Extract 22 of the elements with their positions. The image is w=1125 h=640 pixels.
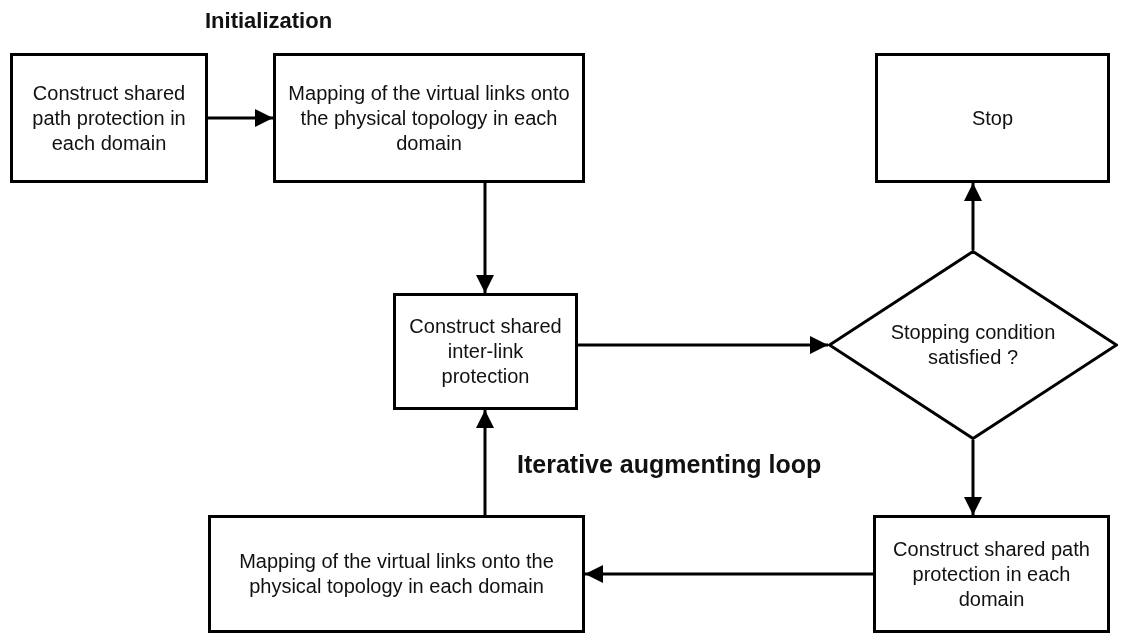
process-box — [393, 293, 578, 410]
section-heading: Iterative augmenting loop — [517, 450, 822, 479]
process-box — [208, 515, 585, 633]
arrow — [476, 183, 494, 293]
arrow — [578, 336, 828, 354]
node-label: Construct shared path protection in each domain — [892, 536, 1091, 612]
arrow — [964, 183, 982, 250]
process-box — [273, 53, 585, 183]
node-label: Stop — [970, 105, 1015, 131]
process-box — [873, 515, 1110, 633]
node-label: Construct shared inter-link protection — [408, 314, 563, 389]
section-heading: Initialization — [205, 8, 333, 34]
node-label: Mapping of the virtual links onto the physical topology in each domain — [238, 549, 555, 599]
arrow — [964, 440, 982, 515]
node-label: Stopping condition satisfied ? — [889, 320, 1057, 370]
arrow — [208, 109, 273, 127]
process-box — [10, 53, 208, 183]
node-label: Construct shared path protection in each domain — [31, 80, 187, 156]
arrow — [476, 410, 494, 515]
node-label: Mapping of the virtual links onto the physical topology in each domain — [287, 80, 571, 156]
process-box — [875, 53, 1110, 183]
arrow — [585, 565, 873, 583]
